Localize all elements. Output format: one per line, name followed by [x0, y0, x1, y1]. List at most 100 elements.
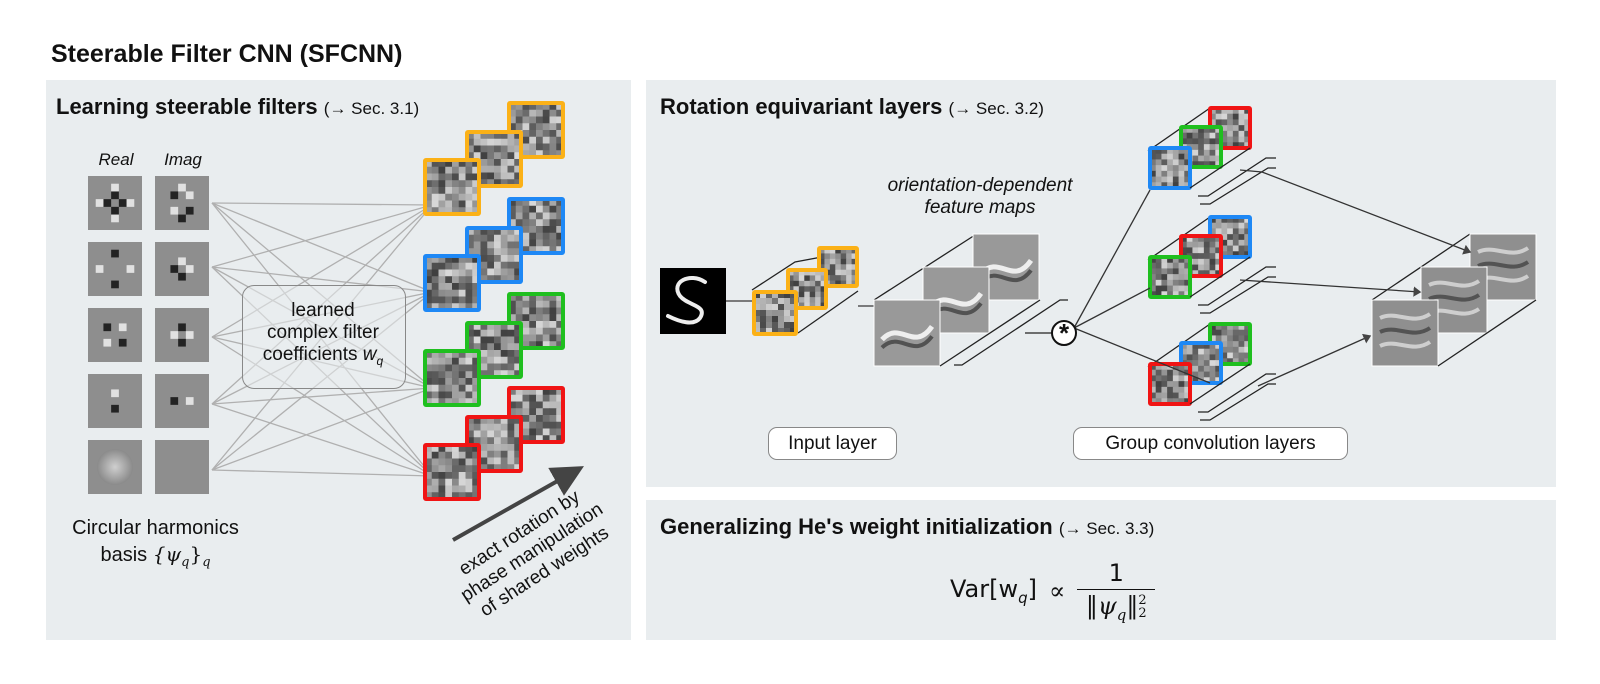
pixel [487, 464, 495, 472]
pixel [556, 294, 564, 302]
pixel [458, 173, 466, 181]
convolution-operator [1051, 320, 1077, 346]
pixel [1181, 247, 1188, 254]
pixel [851, 264, 858, 271]
pixel [452, 472, 460, 480]
pixel [819, 248, 825, 254]
pixel [431, 478, 439, 486]
pixel [1192, 161, 1199, 168]
pixel [1221, 130, 1228, 138]
coefficient-subscript: q [376, 353, 384, 368]
filter-group-green [423, 292, 565, 407]
tile-border [786, 268, 828, 310]
pixel [804, 291, 811, 298]
pixel [118, 199, 127, 207]
pixel [514, 138, 522, 146]
pixel [465, 269, 473, 277]
pixel [467, 138, 475, 146]
pixel [549, 327, 557, 335]
pixel [798, 297, 805, 304]
convolution-symbol: * [1058, 318, 1070, 348]
pixel [760, 310, 767, 317]
coefficient-symbol: w [362, 344, 377, 365]
pixel [536, 239, 544, 247]
pixel [778, 304, 785, 311]
pixel [425, 458, 433, 466]
pixel [1244, 346, 1251, 354]
pixel [798, 275, 805, 282]
rotated-filter [465, 321, 523, 379]
pixel [494, 172, 502, 180]
pixel [465, 173, 473, 181]
pixel [556, 314, 564, 322]
pixel [103, 338, 112, 347]
pixel [522, 341, 530, 349]
pixel [1186, 127, 1193, 134]
pixel [542, 421, 550, 429]
pixel [452, 256, 460, 264]
pixel [452, 283, 460, 291]
formula-den-sup: 2 [1138, 593, 1147, 609]
pixel [425, 478, 433, 486]
pixel [480, 172, 488, 180]
pixel [458, 296, 466, 304]
pixel [425, 173, 433, 181]
pixel [514, 145, 522, 153]
pixel [438, 207, 446, 215]
pixel [522, 300, 530, 308]
pixel [500, 350, 508, 358]
pixel [425, 371, 433, 379]
pixel [1209, 127, 1216, 134]
pixel [467, 430, 475, 438]
pixel [760, 328, 767, 335]
basis-real-1 [88, 242, 142, 296]
pixel [465, 458, 473, 466]
pixel [819, 253, 825, 260]
pixel [178, 272, 186, 281]
pixel [438, 283, 446, 291]
pixel [500, 437, 508, 445]
pixel [458, 398, 466, 406]
pixel [445, 180, 453, 188]
pixel [798, 270, 805, 276]
output-connection [1239, 169, 1472, 255]
pixel [1221, 352, 1228, 359]
pixel [514, 268, 522, 276]
pixel [431, 451, 439, 459]
pixel [509, 300, 517, 308]
pixel [467, 343, 475, 351]
pixel [170, 191, 179, 200]
pixel [494, 234, 502, 242]
pixel [1155, 176, 1162, 183]
pixel [487, 138, 495, 146]
pixel [431, 485, 439, 493]
pixel [542, 341, 550, 349]
pixel [1209, 258, 1216, 266]
pixel [472, 357, 480, 365]
pixel [1203, 377, 1211, 384]
layers-section-ref: (→ Sec. 3.2) [948, 99, 1044, 118]
pixel [472, 478, 480, 486]
pixel [549, 116, 557, 124]
pixel [494, 464, 502, 472]
pixel [840, 248, 847, 254]
pixel [536, 212, 544, 220]
pixel [452, 173, 460, 181]
pixel [522, 401, 530, 409]
pixel [1238, 234, 1245, 241]
pixel [1186, 236, 1193, 243]
pixel [1203, 371, 1211, 378]
pixel [425, 451, 433, 459]
pixel [487, 323, 495, 331]
pixel [458, 492, 466, 500]
pixel [846, 258, 853, 265]
pixel [1221, 234, 1228, 241]
pixel [529, 327, 537, 335]
pixel [815, 291, 822, 298]
pixel [103, 199, 112, 207]
pixel [1238, 217, 1245, 224]
pixel [1209, 132, 1216, 139]
pixel [487, 234, 495, 242]
pixel [487, 329, 495, 337]
pixel [452, 187, 460, 195]
